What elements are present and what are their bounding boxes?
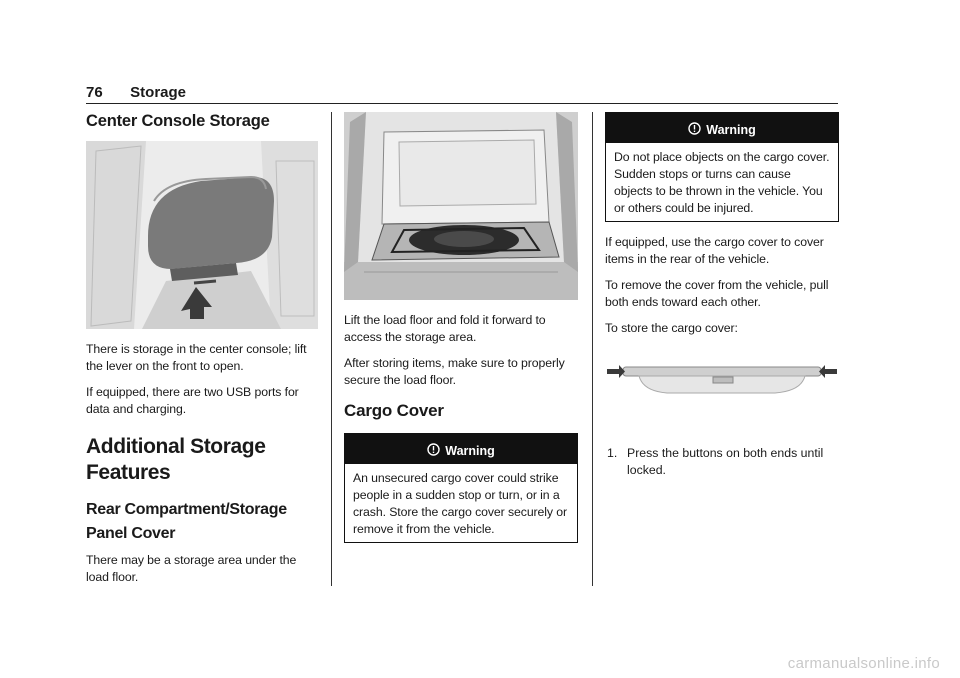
page-number: 76 — [86, 84, 103, 101]
heading-center-console: Center Console Storage — [86, 112, 270, 130]
page-header: 76 Storage — [86, 84, 186, 101]
watermark: carmanualsonline.info — [787, 655, 940, 672]
paragraph: If equipped, there are two USB ports for… — [86, 385, 299, 416]
warning-title: Warning — [706, 123, 756, 137]
column-3: Warning Do not place objects on the carg… — [605, 112, 839, 479]
heading-rear-compartment: Rear Compartment/Storage Panel Cover — [86, 501, 287, 542]
heading-additional-storage: Additional Storage Features — [86, 435, 266, 484]
console-armrest-illustration — [86, 141, 318, 329]
paragraph: Lift the load floor and fold it forward … — [344, 313, 546, 344]
column-2: Lift the load floor and fold it forward … — [344, 112, 578, 543]
paragraph: After storing items, make sure to proper… — [344, 356, 565, 387]
paragraph: There may be a storage area under the lo… — [86, 553, 297, 584]
warning-icon — [427, 443, 440, 456]
cargo-area-illustration — [344, 112, 578, 300]
column-divider — [331, 112, 332, 586]
section-title: Storage — [130, 84, 187, 101]
warning-title: Warning — [445, 444, 495, 458]
warning-text: Do not place objects on the cargo cover.… — [614, 150, 830, 215]
step-text: Press the buttons on both ends until loc… — [627, 446, 824, 477]
paragraph: To remove the cover from the vehicle, pu… — [605, 278, 829, 309]
paragraph: There is storage in the center console; … — [86, 342, 307, 373]
step-number: 1. — [607, 446, 618, 460]
warning-icon — [688, 122, 701, 135]
warning-title-bar: Warning — [345, 434, 577, 464]
header-rule — [86, 103, 838, 104]
column-1: Center Console Storage There is storage … — [86, 112, 320, 595]
warning-box: Warning An unsecured cargo cover could s… — [344, 433, 578, 543]
list-item: 1. Press the buttons on both ends until … — [605, 445, 839, 479]
paragraph: To store the cargo cover: — [605, 321, 738, 335]
warning-text: An unsecured cargo cover could strike pe… — [353, 471, 568, 536]
paragraph: If equipped, use the cargo cover to cove… — [605, 235, 824, 266]
warning-title-bar: Warning — [606, 113, 838, 143]
cargo-cover-illustration — [607, 365, 837, 394]
warning-box: Warning Do not place objects on the carg… — [605, 112, 839, 222]
column-divider — [592, 112, 593, 586]
heading-cargo-cover: Cargo Cover — [344, 401, 444, 420]
